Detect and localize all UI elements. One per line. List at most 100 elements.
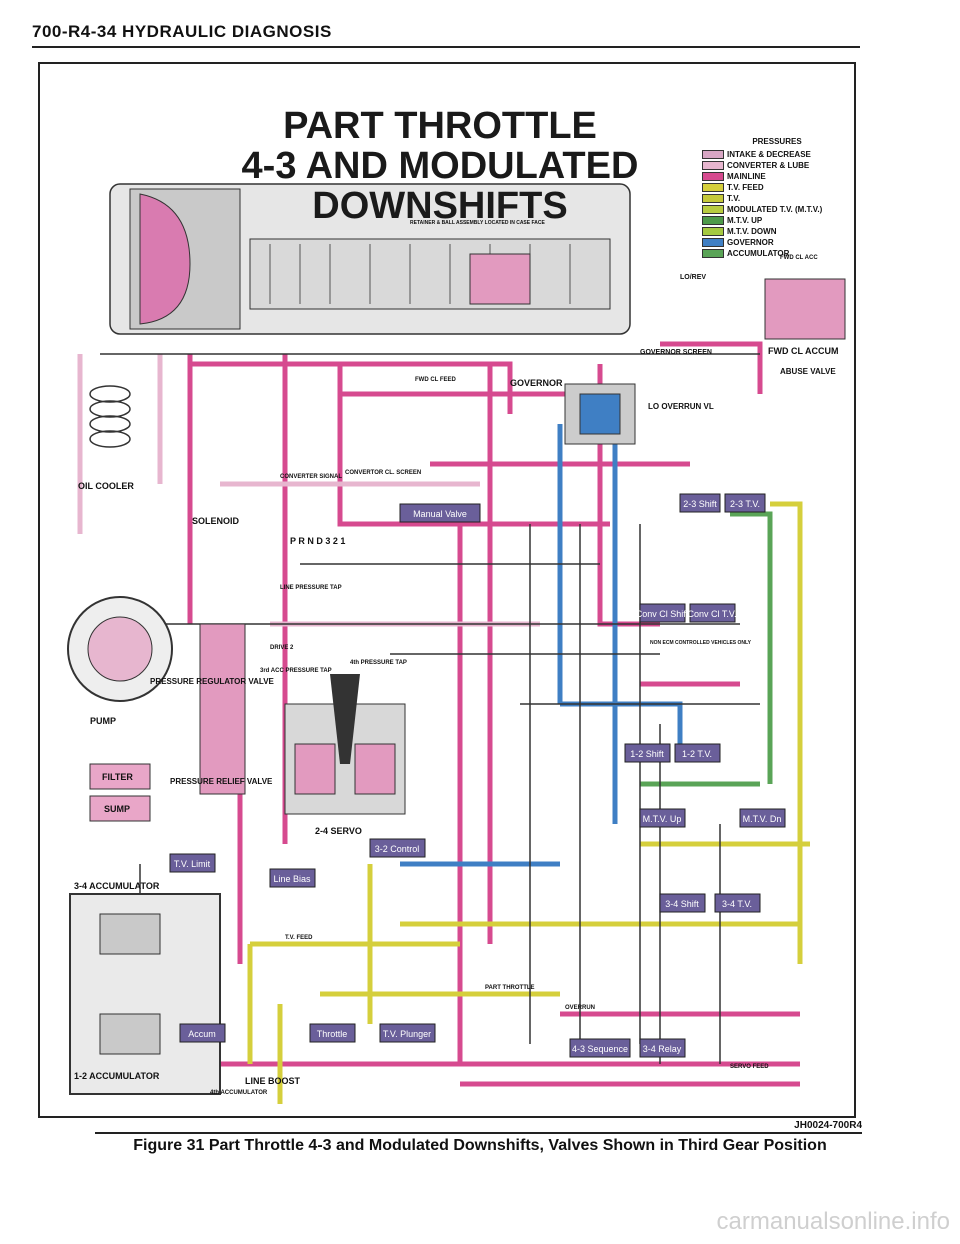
label-accum-34: 3-4 ACCUMULATOR — [74, 881, 160, 891]
legend-swatch — [702, 238, 724, 247]
legend-item: MODULATED T.V. (M.T.V.) — [702, 204, 852, 215]
valve-line-bias — [269, 868, 316, 888]
legend-label: GOVERNOR — [727, 238, 774, 247]
legend-title: PRESSURES — [752, 137, 802, 146]
legend-item: GOVERNOR — [702, 237, 852, 248]
label-pressure-regulator: PRESSURE REGULATOR VALVE — [150, 677, 275, 686]
valve-line-bias-label: Line Bias — [273, 874, 311, 884]
label-part-throttle: PART THROTTLE — [485, 985, 535, 991]
pump-inner — [87, 616, 153, 682]
exhaust-lines — [100, 353, 760, 1064]
diagram-title-line-2: 4-3 AND MODULATED DOWNSHIFTS — [241, 145, 639, 227]
legend-swatch — [702, 183, 724, 192]
legend-swatch — [702, 227, 724, 236]
valve-shift-23-label: 2-3 Shift — [683, 499, 717, 509]
label-fwd-cl-accum: FWD CL ACCUM — [768, 346, 839, 356]
figure-caption: Figure 31 Part Throttle 4-3 and Modulate… — [133, 1137, 827, 1154]
label-oil-cooler: OIL COOLER — [78, 481, 134, 491]
pressure-regulator-body — [199, 623, 246, 795]
legend-swatch — [702, 249, 724, 258]
label-retainer: RETAINER & BALL ASSEMBLY LOCATED IN CASE… — [410, 220, 545, 226]
governor-blue — [579, 393, 621, 435]
legend-swatch — [702, 216, 724, 225]
valve-control-32-label: 3-2 Control — [375, 844, 420, 854]
legend-rows: INTAKE & DECREASE CONVERTER & LUBE MAINLIN… — [702, 149, 852, 259]
legend-swatch — [702, 150, 724, 159]
valve-throttle — [309, 1023, 356, 1043]
label-non-ecm: NON ECM CONTROLLED VEHICLES ONLY — [650, 640, 752, 646]
label-servo: 2-4 SERVO — [315, 826, 362, 836]
legend-swatch — [702, 161, 724, 170]
converter-pink-section — [139, 193, 191, 325]
valve-shift-23 — [679, 493, 721, 513]
label-fwd-cl-feed: FWD CL FEED — [415, 377, 457, 383]
mainline-passages — [160, 341, 800, 1087]
filter-box — [89, 763, 151, 790]
servo-pink-2 — [354, 743, 396, 795]
label-acc-pressure-tap: 3rd ACC PRESSURE TAP — [260, 668, 332, 674]
valve-tv-12 — [674, 743, 721, 763]
servo-piston — [330, 674, 360, 764]
valve-tv-limit-label: T.V. Limit — [174, 859, 211, 869]
legend-item: T.V. — [702, 193, 852, 204]
valve-manual — [399, 503, 481, 523]
legend-label: CONVERTER & LUBE — [727, 161, 810, 170]
legend-swatch — [702, 205, 724, 214]
label-line-pressure-tap: LINE PRESSURE TAP — [280, 585, 342, 591]
label-governor: GOVERNOR — [510, 378, 563, 388]
label-solenoid: SOLENOID — [192, 516, 240, 526]
legend-item: INTAKE & DECREASE — [702, 149, 852, 160]
valve-mtv-down — [739, 808, 786, 828]
diagram-title-line-1: PART THROTTLE — [283, 105, 597, 147]
valve-conv-cl-shift — [639, 603, 686, 623]
figure-code: JH0024-700R4 — [794, 1120, 862, 1131]
label-lo-overrun: LO OVERRUN VL — [648, 402, 714, 411]
valve-shift-34 — [659, 893, 706, 913]
valve-tv-34-label: 3-4 T.V. — [722, 899, 752, 909]
valve-shift-34-label: 3-4 Shift — [665, 899, 699, 909]
valve-accum — [179, 1023, 226, 1043]
header-rule — [32, 46, 860, 48]
gear-train — [249, 238, 611, 310]
pressure-legend: PRESSURES INTAKE & DECREASE CONVERTER & L… — [702, 137, 852, 259]
legend-label: MAINLINE — [727, 172, 766, 181]
valve-shift-12 — [624, 743, 671, 763]
oil-cooler-coil — [89, 385, 131, 448]
label-governor-screen: GOVERNOR SCREEN — [640, 349, 712, 356]
footer-rule — [95, 1132, 862, 1134]
diagram-title: PART THROTTLE 4-3 AND MODULATED DOWNSHIF… — [140, 106, 740, 226]
valve-manual-label: Manual Valve — [413, 509, 467, 519]
legend-item: MAINLINE — [702, 171, 852, 182]
legend-label: MODULATED T.V. (M.T.V.) — [727, 205, 823, 214]
sump-box — [89, 795, 151, 822]
label-lo-rev: LO/REV — [680, 274, 706, 281]
label-accum-12: 1-2 ACCUMULATOR — [74, 1071, 160, 1081]
watermark: carmanualsonline.info — [716, 1208, 950, 1235]
label-sump: SUMP — [104, 804, 130, 814]
valve-mtv-up — [639, 808, 686, 828]
valve-tv-plunger — [379, 1023, 436, 1043]
legend-item: M.T.V. UP — [702, 215, 852, 226]
label-drive-2: DRIVE 2 — [270, 645, 294, 651]
legend-label: ACCUMULATOR — [727, 249, 790, 258]
valve-mtv-up-label: M.T.V. Up — [643, 814, 682, 824]
valve-conv-cl-shift-label: Conv Cl Shift — [636, 609, 689, 619]
valve-accum-label: Accum — [188, 1029, 216, 1039]
valve-sequence-43 — [569, 1038, 631, 1058]
page-header: 700-R4-34 HYDRAULIC DIAGNOSIS — [32, 22, 332, 41]
valve-tv-34 — [714, 893, 761, 913]
accumulator-34-piston — [99, 913, 161, 955]
legend-swatch — [702, 172, 724, 181]
legend-label: INTAKE & DECREASE — [727, 150, 811, 159]
label-converter-cl-screen: CONVERTOR CL. SCREEN — [345, 470, 421, 476]
valve-tv-limit — [169, 853, 216, 873]
legend-item: T.V. FEED — [702, 182, 852, 193]
legend-label: M.T.V. UP — [727, 216, 763, 225]
label-fwd-cl-acc: FWD CL ACC — [780, 255, 818, 261]
label-converter-signal: CONVERTER SIGNAL — [280, 474, 342, 480]
valve-tv-23 — [724, 493, 766, 513]
valve-mtv-down-label: M.T.V. Dn — [743, 814, 782, 824]
servo-pink — [294, 743, 336, 795]
valve-shift-12-label: 1-2 Shift — [630, 749, 664, 759]
valve-tv-23-label: 2-3 T.V. — [730, 499, 760, 509]
